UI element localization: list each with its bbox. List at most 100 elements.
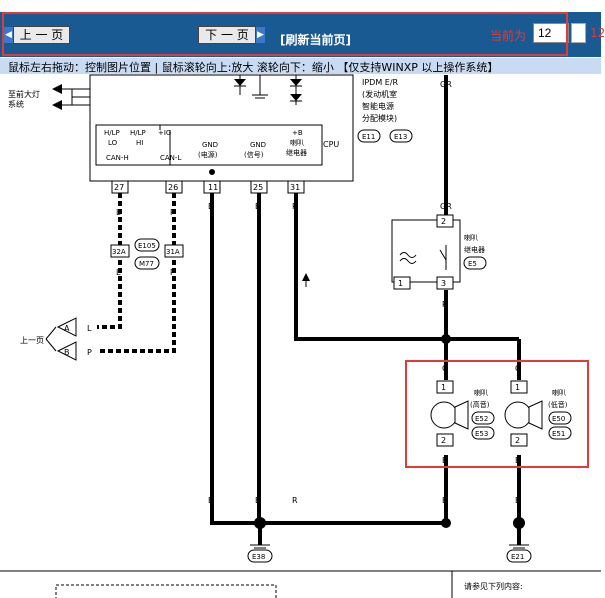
conn-e5-label: E5 bbox=[468, 260, 477, 268]
prev-page-ref: 上一页 bbox=[20, 336, 44, 345]
svg-text:继电器: 继电器 bbox=[464, 245, 485, 254]
next-page-button[interactable]: 下 一 页 bbox=[198, 26, 256, 44]
terminal-11: 11 bbox=[208, 183, 218, 192]
svg-text:1: 1 bbox=[398, 279, 403, 288]
diode-1 bbox=[234, 79, 246, 86]
high-horn bbox=[430, 401, 458, 429]
cpu-inner-box bbox=[95, 124, 323, 166]
toolbar-highlight-box bbox=[2, 12, 568, 56]
svg-text:G: G bbox=[442, 364, 448, 373]
svg-text:系统: 系统 bbox=[8, 99, 24, 109]
svg-text:L: L bbox=[116, 208, 121, 217]
svg-text:P: P bbox=[87, 348, 92, 357]
cpu-label: CPU bbox=[323, 140, 339, 149]
offpage-a: A bbox=[64, 324, 70, 333]
svg-text:1: 1 bbox=[515, 383, 520, 392]
svg-text:继电器: 继电器 bbox=[286, 148, 307, 157]
top-toolbar bbox=[0, 12, 601, 57]
refresh-page-link[interactable]: [刷新当前页] bbox=[280, 33, 351, 47]
next-arrow-icon[interactable]: ▶ bbox=[256, 27, 265, 43]
svg-text:B: B bbox=[208, 496, 214, 505]
total-pages-text: 12 bbox=[590, 26, 605, 40]
conn-m77-label: M77 bbox=[139, 260, 154, 268]
horn-relay bbox=[391, 219, 461, 283]
ipdm-label: IPDM E/R bbox=[362, 78, 399, 87]
terminal-31: 31 bbox=[290, 183, 300, 192]
svg-text:P: P bbox=[170, 268, 175, 277]
headlamp-label: 至前大灯 bbox=[8, 89, 40, 99]
svg-text:CAN-L: CAN-L bbox=[160, 154, 181, 162]
svg-text:H/LP: H/LP bbox=[130, 129, 146, 137]
svg-text:R: R bbox=[442, 300, 448, 309]
svg-text:B: B bbox=[442, 456, 448, 465]
svg-text:H/LP: H/LP bbox=[104, 129, 120, 137]
svg-text:B: B bbox=[208, 202, 214, 211]
svg-text:(信号): (信号) bbox=[244, 150, 264, 159]
svg-text:(高音): (高音) bbox=[470, 400, 490, 409]
svg-text:P: P bbox=[170, 208, 175, 217]
svg-text:(电源): (电源) bbox=[198, 150, 218, 159]
svg-text:(发动机室: (发动机室 bbox=[362, 89, 397, 99]
svg-text:GR: GR bbox=[440, 80, 452, 89]
terminal-26: 26 bbox=[168, 183, 178, 192]
svg-text:L: L bbox=[87, 324, 92, 333]
svg-text:GR: GR bbox=[440, 202, 452, 211]
svg-text:LO: LO bbox=[108, 139, 118, 147]
ground-e21-label: E21 bbox=[511, 553, 524, 561]
svg-text:B: B bbox=[442, 496, 448, 505]
conn-e105-label: E105 bbox=[138, 242, 156, 250]
svg-text:32A: 32A bbox=[112, 248, 126, 256]
cpu-box bbox=[89, 74, 354, 182]
svg-text:+B: +B bbox=[292, 129, 303, 137]
svg-text:B: B bbox=[515, 496, 521, 505]
conn-e50-label: E50 bbox=[552, 415, 565, 423]
page-go-box[interactable] bbox=[571, 23, 586, 43]
hint-bar bbox=[0, 58, 601, 74]
low-horn-label: 喇叭 bbox=[552, 388, 566, 397]
conn-e11-label: E11 bbox=[362, 133, 375, 141]
terminal-27: 27 bbox=[114, 183, 124, 192]
svg-text:2: 2 bbox=[441, 436, 446, 445]
current-page-label: 当前为 bbox=[490, 29, 527, 43]
horn-wiring-diagram[interactable]: 至前大灯 系统 IPDM E/R (发动机室 智能电源 分配模块) E11 E1… bbox=[0, 74, 601, 598]
svg-text:2: 2 bbox=[515, 436, 520, 445]
diode-2 bbox=[290, 79, 302, 86]
headlamp-arrow-lo bbox=[52, 84, 62, 94]
conn-e13-label: E13 bbox=[394, 133, 407, 141]
svg-text:GND: GND bbox=[250, 141, 266, 149]
svg-text:31A: 31A bbox=[166, 248, 180, 256]
page-number-input[interactable] bbox=[533, 23, 569, 43]
relay-label: 喇叭 bbox=[464, 233, 478, 242]
low-horn bbox=[504, 401, 532, 429]
svg-text:CAN-H: CAN-H bbox=[106, 154, 129, 162]
headlamp-arrow-hi bbox=[52, 100, 62, 110]
refer-text: 请参见下列内容: bbox=[464, 581, 523, 591]
ground-e38-label: E38 bbox=[252, 553, 265, 561]
svg-text:(低音): (低音) bbox=[548, 400, 568, 409]
high-horn-label: 喇叭 bbox=[474, 388, 488, 397]
svg-text:R: R bbox=[292, 496, 298, 505]
horns-highlight-box bbox=[405, 360, 589, 468]
svg-text:2: 2 bbox=[441, 217, 446, 226]
svg-text:智能电源: 智能电源 bbox=[362, 101, 394, 111]
svg-text:喇叭: 喇叭 bbox=[290, 138, 304, 147]
svg-text:HI: HI bbox=[136, 139, 143, 147]
svg-text:G: G bbox=[515, 364, 521, 373]
svg-text:3: 3 bbox=[441, 279, 446, 288]
svg-text:1: 1 bbox=[441, 383, 446, 392]
terminal-25: 25 bbox=[253, 183, 263, 192]
svg-text:B: B bbox=[255, 202, 261, 211]
prev-page-button[interactable]: 上 一 页 bbox=[13, 26, 70, 44]
svg-text:GND: GND bbox=[202, 141, 218, 149]
svg-text:B: B bbox=[255, 496, 261, 505]
conn-e51-label: E51 bbox=[552, 430, 565, 438]
conn-e53-label: E53 bbox=[475, 430, 488, 438]
prev-arrow-icon[interactable]: ◀ bbox=[4, 27, 13, 43]
conn-e52-label: E52 bbox=[475, 415, 488, 423]
svg-text:+IG: +IG bbox=[158, 129, 171, 137]
svg-text:L: L bbox=[116, 268, 121, 277]
svg-text:R: R bbox=[292, 202, 298, 211]
hint-text: 鼠标左右拖动：控制图片位置 | 鼠标滚轮向上:放大 滚轮向下：缩小 【仅支持WI… bbox=[8, 61, 499, 74]
svg-text:分配模块): 分配模块) bbox=[362, 113, 397, 123]
offpage-b: B bbox=[64, 348, 70, 357]
